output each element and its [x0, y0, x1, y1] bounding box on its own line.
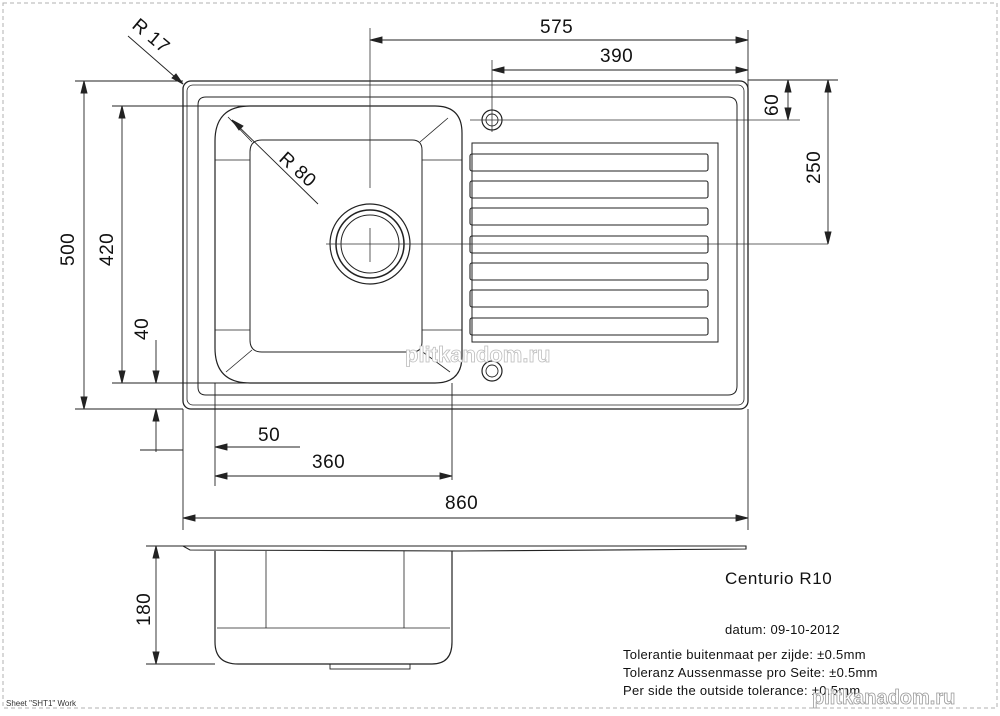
dim-60: 60	[762, 94, 783, 116]
dim-575: 575	[540, 17, 573, 38]
dim-360: 360	[312, 452, 345, 473]
dim-50: 50	[258, 425, 280, 446]
dim-180: 180	[134, 593, 155, 626]
side-view	[180, 545, 747, 670]
dim-420: 420	[97, 233, 118, 266]
sheet-label: Sheet "SHT1" Work	[6, 699, 77, 708]
dim-860: 860	[445, 493, 478, 514]
dimension-lines	[75, 30, 838, 665]
side-rim	[180, 545, 747, 552]
title-block: Centurio R10 datum: 09-10-2012 Toleranti…	[623, 569, 878, 698]
dim-250: 250	[804, 151, 825, 184]
product-name: Centurio R10	[725, 569, 832, 588]
watermark-corner: plitkanadom.ru	[812, 687, 955, 709]
dim-500: 500	[58, 233, 79, 266]
watermark-center: plitkandom.ru	[405, 342, 550, 367]
plan-view	[182, 80, 749, 410]
bowl-floor	[249, 139, 423, 353]
side-bowl	[214, 551, 453, 665]
dim-40: 40	[132, 318, 153, 340]
sink-outer-rim	[182, 80, 749, 410]
dim-r80: R 80	[275, 148, 320, 192]
tolerance-de: Toleranz Aussenmasse pro Seite: ±0.5mm	[623, 665, 878, 680]
drainboard-ribs	[469, 153, 709, 336]
dim-r17: R 17	[128, 15, 174, 58]
drawing-date: datum: 09-10-2012	[725, 622, 840, 637]
sink-inner-recess	[197, 96, 738, 396]
side-drain	[329, 663, 411, 670]
centre-lines	[326, 28, 828, 262]
overflow-hole	[481, 360, 503, 382]
tolerance-nl: Tolerantie buitenmaat per zijde: ±0.5mm	[623, 647, 866, 662]
dim-390: 390	[600, 46, 633, 67]
bowl-outer	[214, 105, 463, 384]
tolerance-en: Per side the outside tolerance: ±0.5mm	[623, 683, 860, 698]
sink-outer-rim-inner	[186, 84, 745, 406]
drainboard-panel	[471, 142, 719, 343]
